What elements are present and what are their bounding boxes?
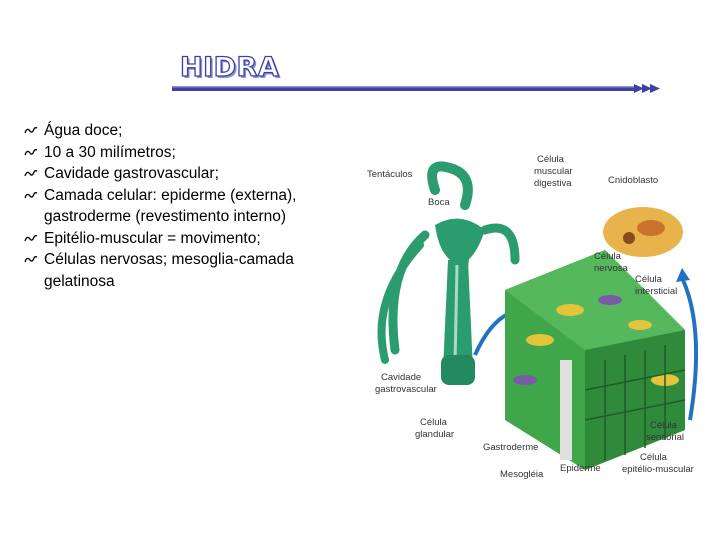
- label-celula-sensorial: Célula: [650, 420, 678, 431]
- bullet-text: Células nervosas; mesoglia-camada gelati…: [44, 251, 294, 290]
- label-celula-epitelio-muscular: Célula: [640, 452, 668, 463]
- label-celula-glandular: Célula: [420, 417, 448, 428]
- hydra-anatomy-figure: Tentáculos Boca Célula muscular digestiv…: [365, 150, 710, 485]
- bullet-text: Camada celular: epiderme (externa), gast…: [44, 187, 296, 226]
- label-cavidade-gastrovascular: gastrovascular: [375, 384, 437, 395]
- cnidoblast-cell: [603, 207, 683, 257]
- label-celula-epitelio-muscular: epitélio-muscular: [622, 464, 694, 475]
- label-gastroderme: Gastroderme: [483, 442, 538, 453]
- label-celula-muscular-digestiva: Célula: [537, 154, 565, 165]
- bullet-list: Água doce; 10 a 30 milímetros; Cavidade …: [22, 120, 352, 292]
- label-celula-nervosa: Célula: [594, 251, 622, 262]
- label-mesogleia: Mesogléia: [500, 469, 544, 480]
- bullet-text: 10 a 30 milímetros;: [44, 144, 176, 161]
- bullet-item: Células nervosas; mesoglia-camada gelati…: [22, 249, 352, 292]
- bullet-text: Epitélio-muscular = movimento;: [44, 230, 261, 247]
- slide-title: HIDRA: [180, 52, 279, 83]
- label-epiderme: Epiderme: [560, 463, 601, 474]
- label-cnidoblasto: Cnidoblasto: [608, 175, 658, 186]
- bullet-text: Água doce;: [44, 122, 122, 139]
- label-cavidade-gastrovascular: Cavidade: [381, 372, 421, 383]
- curl-bullet-icon: [24, 255, 38, 265]
- label-celula-nervosa: nervosa: [594, 263, 629, 274]
- curl-bullet-icon: [24, 191, 38, 201]
- label-celula-muscular-digestiva: muscular: [534, 166, 573, 177]
- label-tentaculos: Tentáculos: [367, 169, 413, 180]
- bullet-item: Água doce;: [22, 120, 352, 142]
- bullet-item: Epitélio-muscular = movimento;: [22, 228, 352, 250]
- label-celula-sensorial: sensorial: [646, 432, 684, 443]
- curl-bullet-icon: [24, 234, 38, 244]
- bullet-item: 10 a 30 milímetros;: [22, 142, 352, 164]
- label-boca: Boca: [428, 197, 450, 208]
- curl-bullet-icon: [24, 169, 38, 179]
- curl-bullet-icon: [24, 148, 38, 158]
- label-celula-muscular-digestiva: digestiva: [534, 178, 572, 189]
- curl-bullet-icon: [24, 126, 38, 136]
- label-celula-intersticial: intersticial: [635, 286, 677, 297]
- bullet-item: Cavidade gastrovascular;: [22, 163, 352, 185]
- label-celula-intersticial: Célula: [635, 274, 663, 285]
- title-underline: [172, 84, 662, 93]
- bullet-item: Camada celular: epiderme (externa), gast…: [22, 185, 352, 228]
- label-celula-glandular: glandular: [415, 429, 454, 440]
- bullet-text: Cavidade gastrovascular;: [44, 165, 219, 182]
